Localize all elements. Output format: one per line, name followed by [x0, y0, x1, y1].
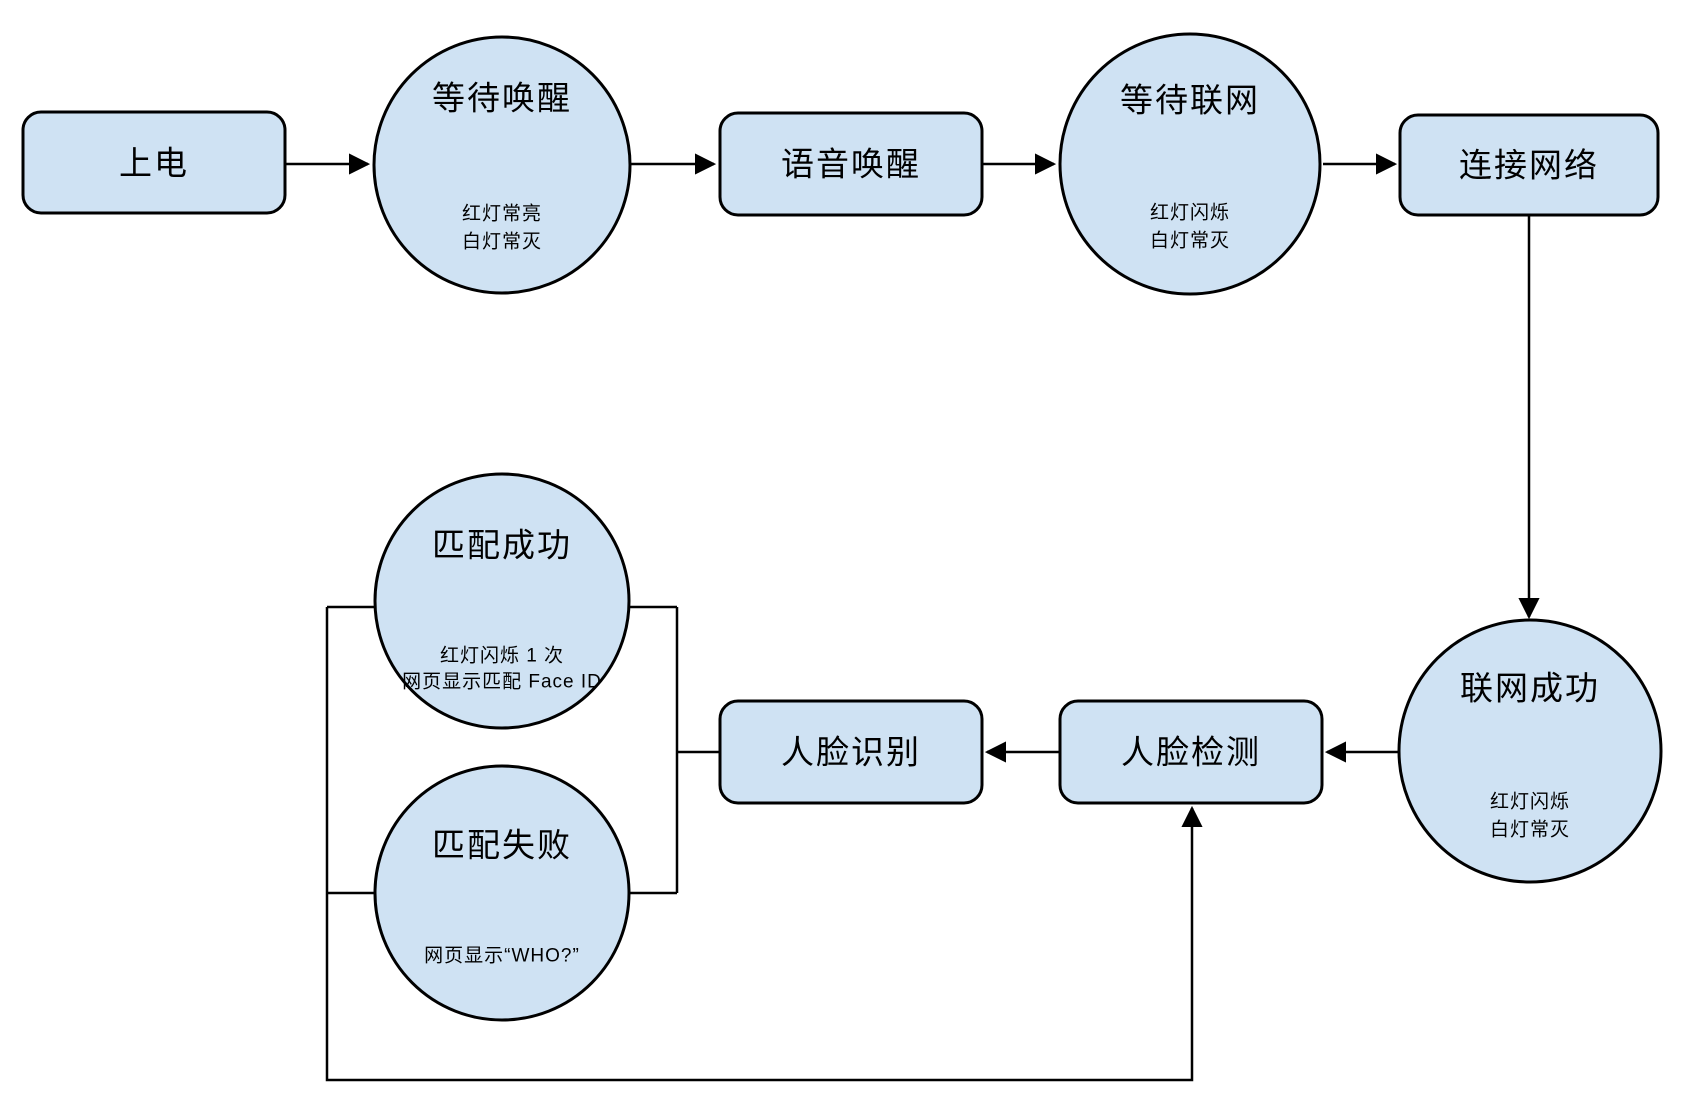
- node-face-recognize: 人脸识别: [718, 699, 984, 805]
- wait-network-sub-1: 红灯闪烁: [1150, 202, 1230, 224]
- match-fail-sub-1: 网页显示“WHO?”: [424, 946, 580, 967]
- node-network-success: 联网成功 红灯闪烁 白灯常灭: [1397, 618, 1663, 884]
- match-success-circle: [373, 472, 631, 730]
- match-success-label: 匹配成功: [432, 527, 572, 564]
- wait-network-circle: [1058, 32, 1322, 296]
- voice-wake-box: [718, 111, 984, 217]
- network-success-sub-1: 红灯闪烁: [1490, 791, 1570, 813]
- face-detect-box: [1058, 699, 1324, 805]
- node-face-detect: 人脸检测: [1058, 699, 1324, 805]
- arrow-loop-back-to-facedetect: [325, 607, 1203, 1082]
- wait-network-label: 等待联网: [1120, 82, 1260, 119]
- node-voice-wake: 语音唤醒: [718, 111, 984, 217]
- face-detect-label: 人脸检测: [1121, 734, 1261, 771]
- voice-wake-label: 语音唤醒: [781, 146, 921, 183]
- node-wait-network: 等待联网 红灯闪烁 白灯常灭: [1058, 32, 1322, 296]
- node-connect-network: 连接网络: [1398, 113, 1660, 217]
- node-match-fail: 匹配失败 网页显示“WHO?”: [373, 764, 631, 1022]
- wait-wake-label: 等待唤醒: [432, 80, 572, 117]
- flow-arrows: [285, 153, 1540, 1082]
- wait-network-sub-2: 白灯常灭: [1150, 230, 1230, 252]
- network-success-label: 联网成功: [1460, 670, 1600, 707]
- face-recognize-label: 人脸识别: [781, 734, 921, 771]
- face-recognize-box: [718, 699, 984, 805]
- match-success-sub-1: 红灯闪烁 1 次: [440, 645, 564, 667]
- connect-network-box: [1398, 113, 1660, 217]
- wait-wake-sub-2: 白灯常灭: [462, 231, 542, 253]
- connect-network-label: 连接网络: [1459, 147, 1599, 184]
- match-fail-label: 匹配失败: [432, 827, 572, 864]
- network-success-sub-2: 白灯常灭: [1490, 819, 1570, 841]
- power-on-box: [21, 110, 287, 215]
- match-fail-circle: [373, 764, 631, 1022]
- bracket-lines: [327, 605, 720, 895]
- wait-wake-sub-1: 红灯常亮: [462, 203, 542, 225]
- network-success-circle: [1397, 618, 1663, 884]
- node-match-success: 匹配成功 红灯闪烁 1 次 网页显示匹配 Face ID: [373, 472, 631, 730]
- node-wait-wake: 等待唤醒 红灯常亮 白灯常灭: [372, 35, 632, 295]
- power-on-label: 上电: [119, 145, 189, 182]
- wait-wake-circle: [372, 35, 632, 295]
- node-power-on: 上电: [21, 110, 287, 215]
- match-success-sub-2: 网页显示匹配 Face ID: [402, 672, 602, 693]
